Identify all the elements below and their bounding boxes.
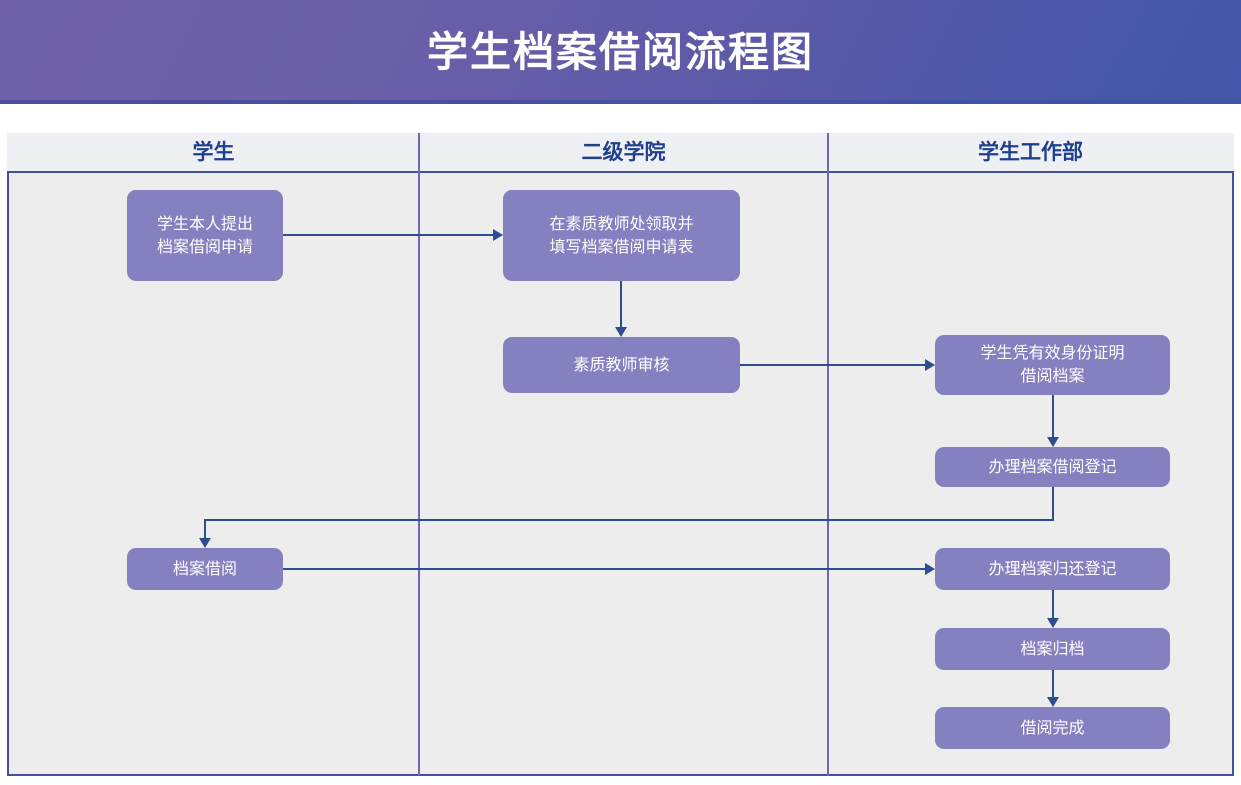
page-title: 学生档案借阅流程图 bbox=[427, 28, 814, 75]
edge-n1-n2-arrowhead bbox=[493, 229, 503, 241]
edge-n4-n5-line bbox=[1052, 395, 1054, 437]
node-collect-and-fill-form-line1: 在素质教师处领取并 bbox=[549, 215, 694, 233]
node-archive-filing[interactable]: 档案归档 bbox=[935, 628, 1170, 670]
edge-n7-n8-arrowhead bbox=[1047, 618, 1059, 628]
node-student-request-line2: 档案借阅申请 bbox=[156, 238, 253, 256]
lane-divider-2 bbox=[827, 133, 829, 776]
node-register-return-line1: 办理档案归还登记 bbox=[988, 560, 1117, 578]
node-archive-filing-line1: 档案归档 bbox=[1020, 640, 1085, 658]
node-register-borrow[interactable]: 办理档案借阅登记 bbox=[935, 447, 1170, 487]
edge-n5-n6-arrowhead bbox=[199, 538, 211, 548]
node-register-return[interactable]: 办理档案归还登记 bbox=[935, 548, 1170, 590]
lane-header-student-affairs: 学生工作部 bbox=[978, 141, 1083, 164]
edge-n5-n6-segment-drop bbox=[204, 519, 206, 538]
node-borrow-with-id-line2: 借阅档案 bbox=[1020, 368, 1085, 385]
swimlane-header-row bbox=[7, 133, 1234, 173]
node-teacher-review-line1: 素质教师审核 bbox=[573, 356, 670, 374]
node-borrow-with-id[interactable]: 学生凭有效身份证明 借阅档案 bbox=[935, 335, 1170, 395]
node-student-request-line1: 学生本人提出 bbox=[156, 215, 253, 233]
page-header: 学生档案借阅流程图 bbox=[0, 0, 1241, 104]
edge-n5-n6-segment-down bbox=[1052, 487, 1054, 521]
node-collect-and-fill-form[interactable]: 在素质教师处领取并 填写档案借阅申请表 bbox=[503, 190, 740, 281]
edge-n6-n7-line bbox=[283, 568, 925, 570]
node-archive-borrowing-line1: 档案借阅 bbox=[172, 560, 237, 578]
edge-n5-n6-segment-left bbox=[204, 519, 1054, 521]
edge-n8-n9-arrowhead bbox=[1047, 697, 1059, 707]
edge-n6-n7-arrowhead bbox=[925, 563, 935, 575]
edge-n1-n2-line bbox=[283, 234, 493, 236]
node-borrow-complete[interactable]: 借阅完成 bbox=[935, 707, 1170, 749]
edge-n2-n3-line bbox=[620, 281, 622, 327]
edge-n3-n4-arrowhead bbox=[925, 359, 935, 371]
edge-n3-n4-line bbox=[740, 364, 925, 366]
node-teacher-review[interactable]: 素质教师审核 bbox=[503, 337, 740, 393]
node-borrow-with-id-line1: 学生凭有效身份证明 bbox=[980, 345, 1125, 362]
node-register-borrow-line1: 办理档案借阅登记 bbox=[988, 458, 1117, 476]
lane-header-college: 二级学院 bbox=[581, 141, 666, 164]
node-collect-and-fill-form-line2: 填写档案借阅申请表 bbox=[549, 238, 694, 256]
edge-n7-n8-line bbox=[1052, 590, 1054, 618]
edge-n2-n3-arrowhead bbox=[615, 327, 627, 337]
node-student-request[interactable]: 学生本人提出 档案借阅申请 bbox=[127, 190, 283, 281]
node-borrow-complete-line1: 借阅完成 bbox=[1020, 719, 1085, 737]
lane-header-student: 学生 bbox=[192, 141, 235, 164]
edge-n8-n9-line bbox=[1052, 670, 1054, 697]
header-underline bbox=[0, 100, 1241, 104]
node-archive-borrowing[interactable]: 档案借阅 bbox=[127, 548, 283, 590]
edge-n4-n5-arrowhead bbox=[1047, 437, 1059, 447]
lane-divider-1 bbox=[418, 133, 420, 776]
